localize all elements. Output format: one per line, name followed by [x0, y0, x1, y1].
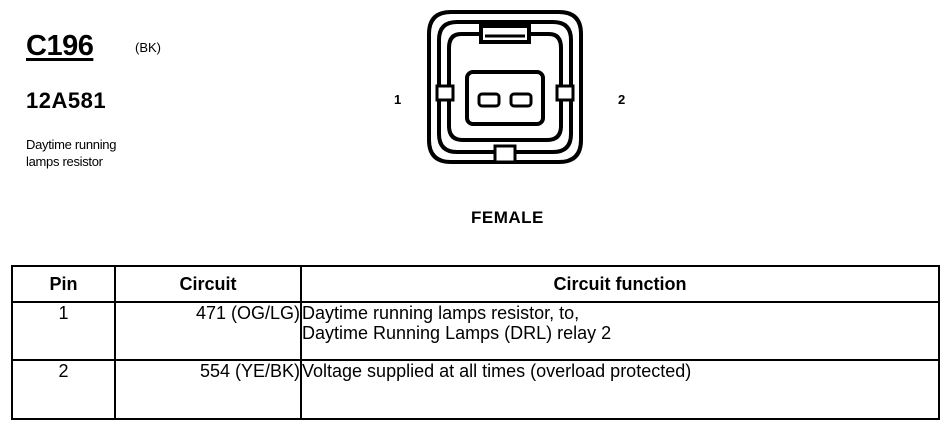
locking-tab	[479, 24, 531, 44]
function-line: Daytime running lamps resistor, to,	[302, 303, 580, 323]
pin-2-label: 2	[618, 92, 626, 107]
description-line: lamps resistor	[26, 154, 103, 169]
connector-outer-shell	[427, 10, 583, 164]
pin-cell: 1	[11, 301, 116, 361]
connector-color-code: (BK)	[135, 40, 161, 55]
circuit-cell: 471 (OG/LG)	[114, 301, 302, 361]
table-header-row: Pin Circuit Circuit function	[11, 265, 940, 303]
pin-cell: 2	[11, 359, 116, 420]
table-row: 2 554 (YE/BK) Voltage supplied at all ti…	[11, 359, 940, 420]
connector-body	[447, 32, 563, 142]
table-row: 1 471 (OG/LG) Daytime running lamps resi…	[11, 301, 940, 361]
function-line: Daytime Running Lamps (DRL) relay 2	[302, 323, 612, 343]
left-key	[435, 84, 455, 102]
pin-1-label: 1	[394, 92, 402, 107]
terminal-housing	[465, 70, 545, 126]
circuit-cell: 554 (YE/BK)	[114, 359, 302, 420]
part-number: 12A581	[26, 88, 107, 113]
connector-description: Daytime running lamps resistor	[26, 136, 116, 170]
column-header-circuit: Circuit	[114, 265, 302, 303]
column-header-function: Circuit function	[300, 265, 940, 303]
right-key	[555, 84, 575, 102]
connector-face-diagram	[427, 10, 583, 164]
pin-2-terminal	[509, 92, 533, 108]
function-cell: Voltage supplied at all times (overload …	[300, 359, 940, 420]
function-line: Voltage supplied at all times (overload …	[302, 361, 692, 381]
pinout-table: Pin Circuit Circuit function 1 471 (OG/L…	[11, 265, 940, 420]
connector-id: C196	[26, 30, 94, 62]
pin-1-terminal	[477, 92, 501, 108]
polarization-notch	[493, 144, 517, 164]
connector-inner-shell	[437, 20, 573, 154]
description-line: Daytime running	[26, 137, 117, 152]
column-header-pin: Pin	[11, 265, 116, 303]
function-cell: Daytime running lamps resistor, to, Dayt…	[300, 301, 940, 361]
connector-gender-label: FEMALE	[471, 208, 544, 227]
